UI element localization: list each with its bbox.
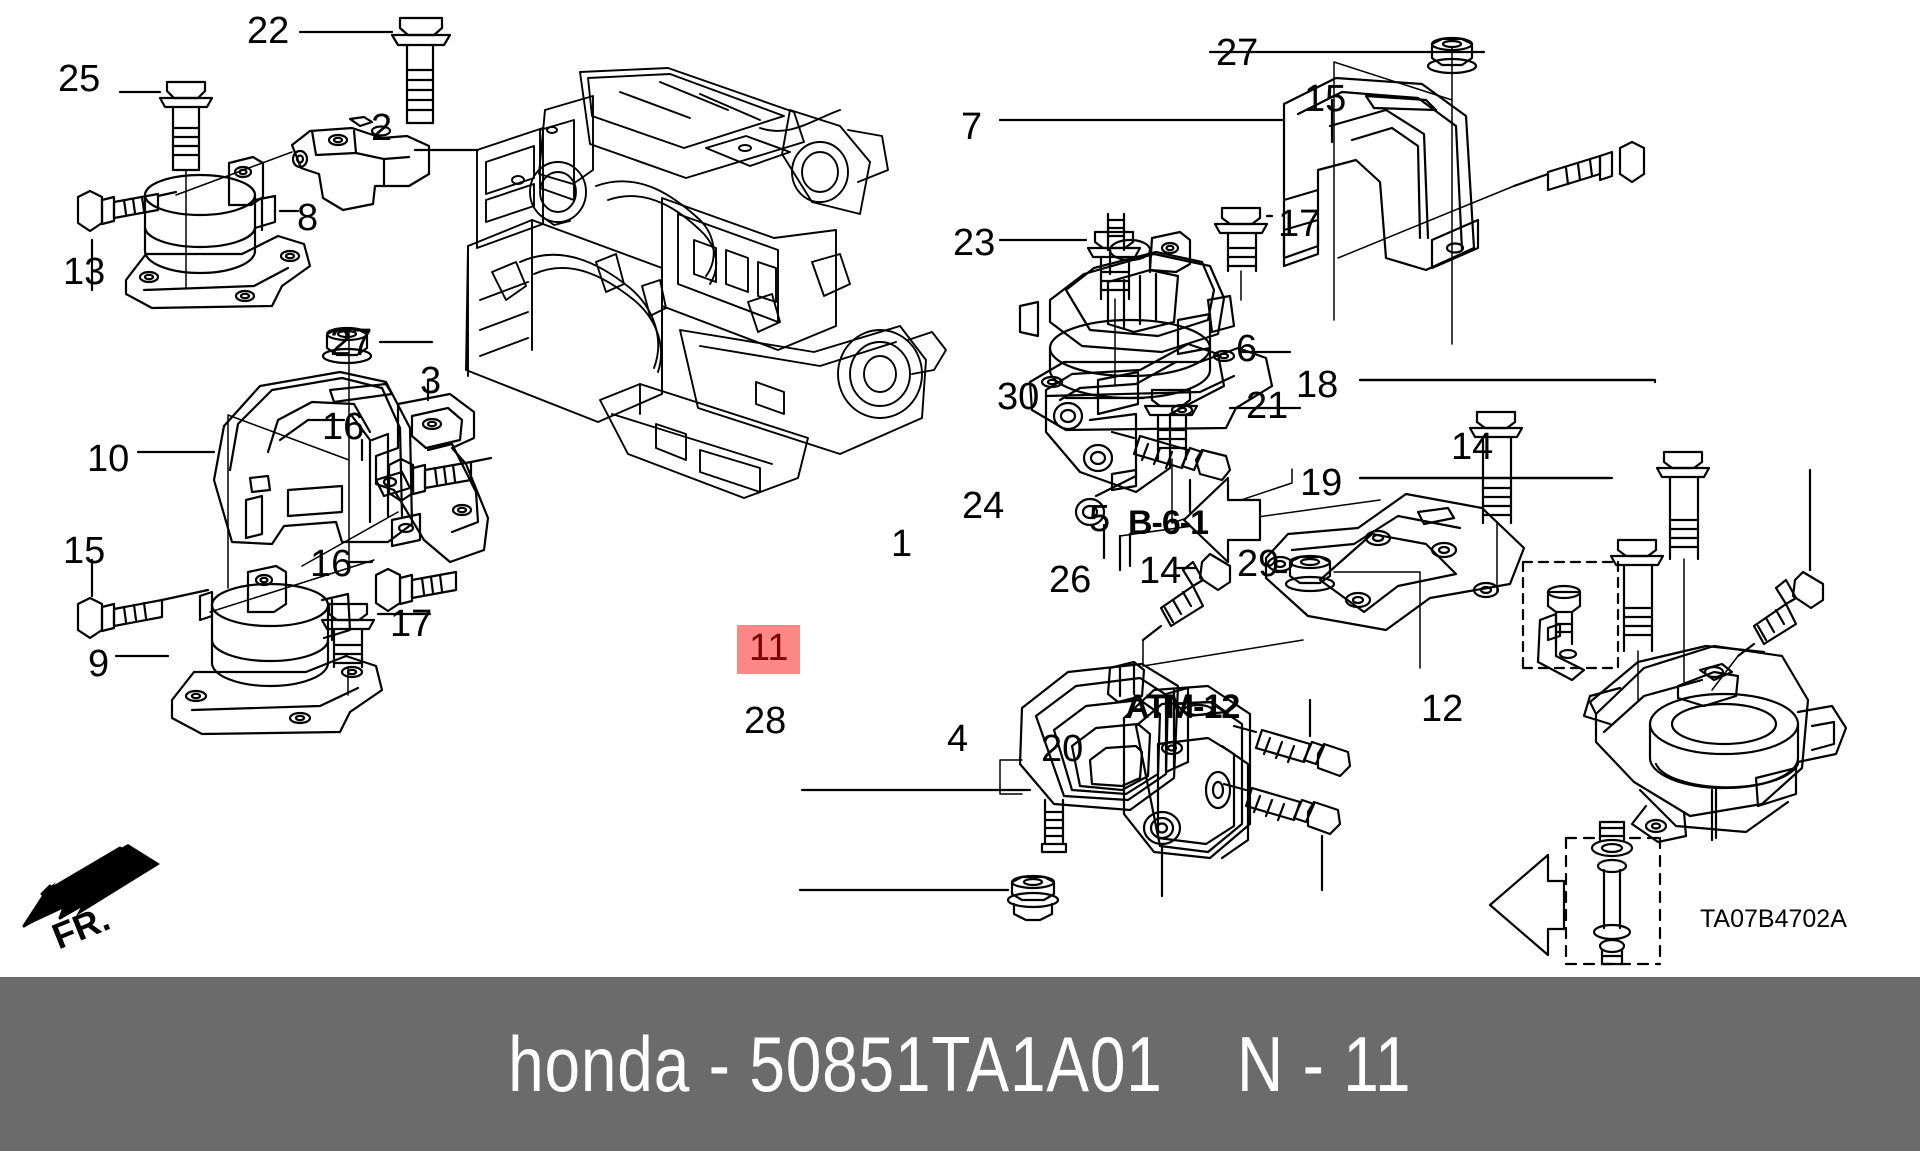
callout-16[interactable]: 16	[322, 406, 365, 448]
callout-28[interactable]: 28	[744, 700, 787, 742]
callout-27[interactable]: 27	[330, 322, 373, 364]
bolt-30-art	[1143, 388, 1199, 461]
engine-assembly-art	[465, 67, 947, 499]
callout-12[interactable]: 12	[1421, 688, 1464, 730]
bolt-22-art	[390, 16, 452, 125]
bolt-18-art	[1655, 450, 1711, 561]
mount-11-art	[1018, 660, 1190, 854]
callout-13[interactable]: 13	[63, 251, 106, 293]
callout-1[interactable]: 1	[891, 523, 913, 565]
bracket-5-art	[1264, 492, 1526, 632]
bracket-7-art	[1282, 76, 1480, 272]
technical-line-art	[22, 16, 1848, 966]
callout-27[interactable]: 27	[1216, 32, 1259, 74]
nut-27b-art	[1426, 36, 1478, 75]
callout-14[interactable]: 14	[1451, 426, 1494, 468]
callout-4[interactable]: 4	[947, 718, 969, 760]
bolt-17a-art	[320, 602, 376, 669]
callout-6[interactable]: 6	[1236, 328, 1258, 370]
callout-15[interactable]: 15	[1304, 78, 1347, 120]
callout-9[interactable]: 9	[88, 643, 110, 685]
callout-30[interactable]: 30	[997, 376, 1040, 418]
reference-label-b-6-1[interactable]: B-6-1	[1128, 504, 1209, 542]
arrow-atm12	[1488, 853, 1566, 957]
footer-banner: honda - 50851TA1A01 N - 11	[0, 977, 1920, 1151]
callout-26[interactable]: 26	[1049, 559, 1092, 601]
callout-29[interactable]: 29	[1237, 543, 1280, 585]
callout-17[interactable]: 17	[1278, 203, 1321, 245]
bolt-23-art	[1086, 230, 1142, 301]
bolt-13-art	[76, 189, 178, 233]
arrow-b61	[1182, 476, 1262, 564]
callout-20[interactable]: 20	[1041, 728, 1084, 770]
callout-14[interactable]: 14	[1139, 550, 1182, 592]
callout-15[interactable]: 15	[63, 530, 106, 572]
callout-19[interactable]: 19	[1300, 462, 1343, 504]
bolt-14a-art	[1141, 552, 1232, 642]
bracket-2-art	[290, 115, 431, 212]
bolt-14b-art	[1736, 570, 1825, 658]
callout-22[interactable]: 22	[247, 10, 290, 52]
callout-16[interactable]: 16	[310, 543, 353, 585]
callout-11-highlighted[interactable]: 11	[737, 625, 801, 674]
long-bolt-atm12-art	[1590, 820, 1634, 966]
reference-label-atm-12[interactable]: ATM-12	[1125, 688, 1240, 726]
callout-2[interactable]: 2	[371, 107, 393, 149]
bolt-17b-art	[1213, 206, 1269, 273]
bolt-20-art	[1222, 782, 1342, 836]
nut-27-art	[321, 326, 373, 365]
fr-arrow-outline	[22, 846, 152, 928]
bolt-16a-art	[387, 456, 493, 503]
callout-7[interactable]: 7	[961, 106, 983, 148]
callout-10[interactable]: 10	[87, 438, 130, 480]
bolt-25-art	[158, 80, 214, 172]
dashed-box-29	[1521, 560, 1620, 670]
bolt-19-art	[1609, 538, 1665, 653]
bracket-1-art	[1044, 342, 1226, 527]
bracket-10-art	[212, 370, 422, 548]
nut-29-art	[1284, 554, 1336, 593]
drawing-code-label: TA07B4702A	[1700, 905, 1847, 933]
mount-12-art	[1582, 644, 1848, 844]
callout-17[interactable]: 17	[390, 603, 433, 645]
bolt-26-art	[1232, 724, 1352, 778]
callout-24[interactable]: 24	[962, 485, 1005, 527]
nut-28-art	[1006, 874, 1060, 922]
bolt-16b-art	[374, 567, 458, 613]
callout-3[interactable]: 3	[420, 360, 442, 402]
stud-art-6	[1106, 212, 1126, 252]
callout-8[interactable]: 8	[297, 197, 319, 239]
mount-8-art	[124, 155, 312, 310]
bolt-15a-art	[76, 588, 210, 640]
small-bracket-29-art	[1536, 584, 1586, 682]
callout-21[interactable]: 21	[1246, 385, 1289, 427]
bolt-15b-art	[1512, 140, 1646, 192]
mount-6-art	[1018, 230, 1274, 432]
callout-25[interactable]: 25	[58, 58, 101, 100]
footer-part-number-text: honda - 50851TA1A01 N - 11	[508, 1019, 1412, 1108]
bracket-3-art	[374, 392, 490, 564]
mount-9-art	[170, 564, 384, 736]
callout-23[interactable]: 23	[953, 222, 996, 264]
bracket-4-art	[1122, 684, 1252, 860]
callout-5[interactable]: 5	[1089, 498, 1111, 540]
callout-18[interactable]: 18	[1296, 364, 1339, 406]
bolt-21-art	[1468, 410, 1524, 525]
